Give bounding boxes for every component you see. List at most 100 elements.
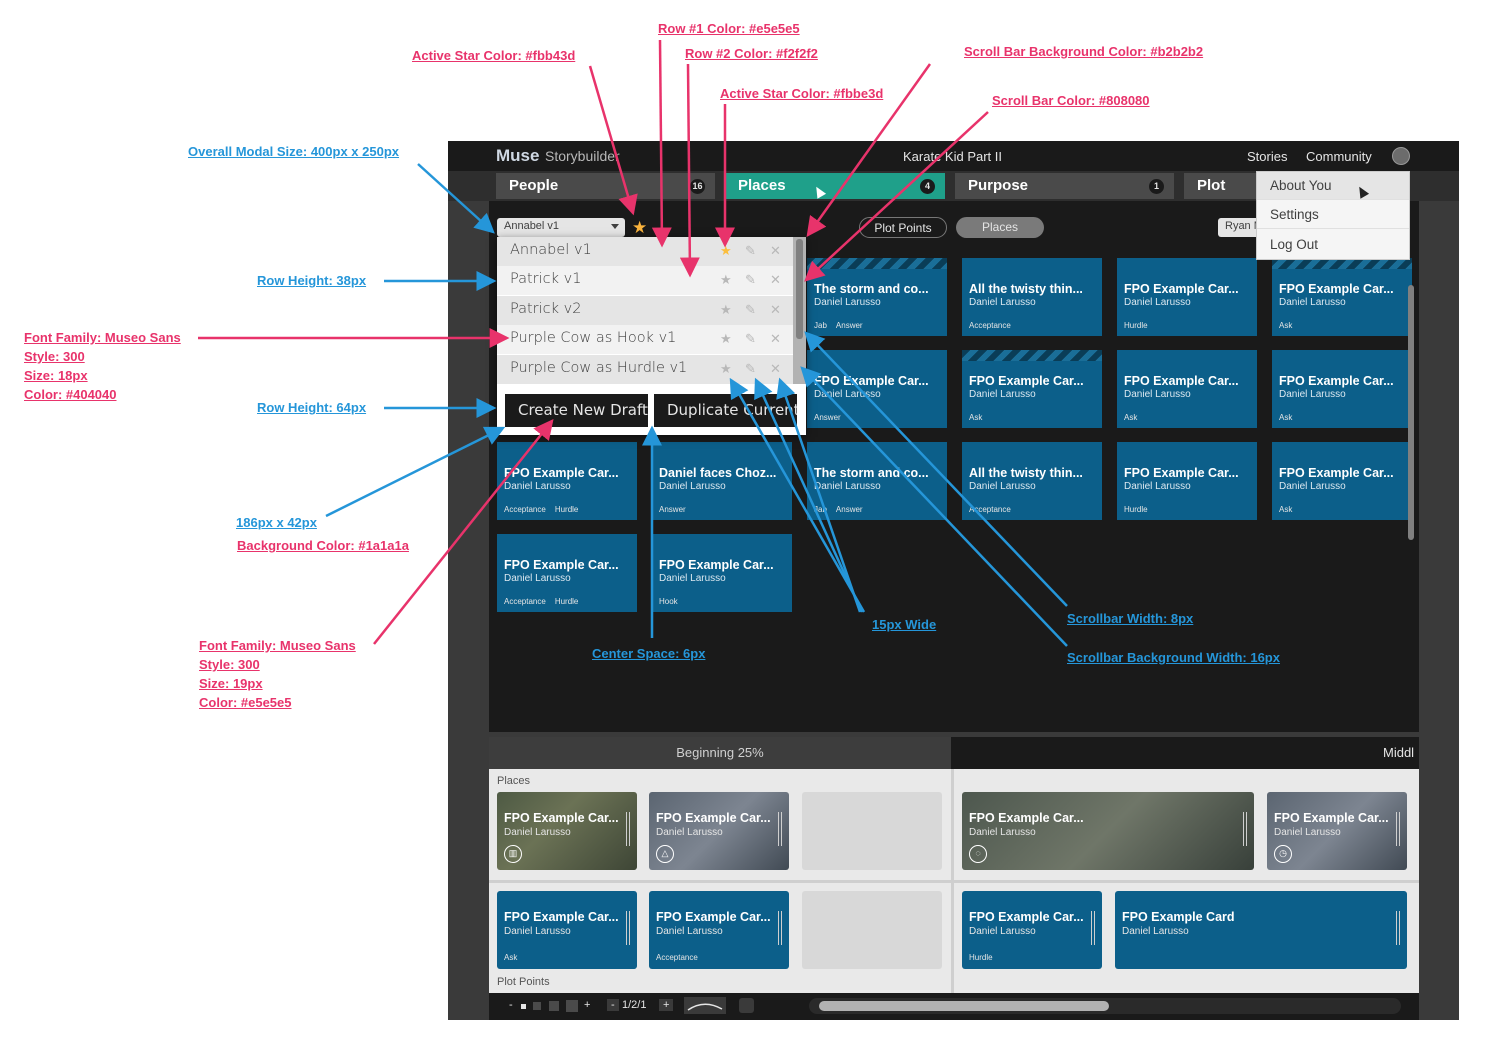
zoom-level-1[interactable]	[521, 1004, 526, 1009]
nav-stories-link[interactable]: Stories	[1247, 149, 1288, 164]
timeline-segment-middle[interactable]: Middl	[1383, 745, 1415, 760]
plot-points-filter-pill[interactable]: Plot Points	[859, 217, 947, 238]
draft-row[interactable]: Purple Cow as Hook v1★✎✕	[497, 325, 793, 355]
create-new-draft-button[interactable]: Create New Draft	[505, 394, 648, 427]
card-tag: Acceptance	[969, 505, 1011, 514]
zoom-in-button[interactable]: +	[584, 999, 591, 1011]
menu-item-log-out[interactable]: Log Out	[1270, 237, 1319, 252]
card-tags: Answer	[659, 505, 695, 514]
drag-handle-icon[interactable]	[1396, 911, 1400, 945]
close-icon[interactable]: ✕	[770, 273, 781, 289]
places-filter-pill[interactable]: Places	[956, 217, 1044, 238]
close-icon[interactable]: ✕	[770, 332, 781, 348]
drag-handle-icon[interactable]	[1091, 911, 1095, 945]
card-subtitle: Daniel Larusso	[1279, 481, 1346, 492]
user-filter-select[interactable]: Ryan M	[1218, 218, 1268, 237]
zoom-level-3[interactable]	[549, 1001, 559, 1011]
draft-row[interactable]: Patrick v2★✎✕	[497, 295, 793, 325]
tab-plot[interactable]: Plot	[1184, 173, 1256, 199]
star-icon[interactable]: ★	[720, 244, 732, 259]
place-card[interactable]: FPO Example Car...Daniel Larusso△	[649, 792, 789, 870]
drag-handle-icon[interactable]	[626, 812, 630, 846]
font-style-line: Style: 300	[24, 349, 85, 364]
horizontal-scrollbar-thumb[interactable]	[819, 1001, 1109, 1011]
zoom-level-4[interactable]	[566, 1000, 578, 1012]
user-avatar[interactable]	[1392, 147, 1410, 165]
draft-row[interactable]: Annabel v1★✎✕	[497, 237, 793, 266]
close-icon[interactable]: ✕	[770, 361, 781, 377]
curve-toggle-icon[interactable]	[684, 997, 726, 1014]
pencil-icon[interactable]: ✎	[745, 273, 756, 289]
drag-handle-icon[interactable]	[626, 911, 630, 945]
nav-community-link[interactable]: Community	[1306, 149, 1372, 164]
card-stripes	[1272, 258, 1412, 269]
draft-select[interactable]: Annabel v1	[497, 218, 625, 237]
zoom-out-button[interactable]: -	[509, 999, 513, 1011]
place-card[interactable]: FPO Example Car...Daniel Larusso▥	[497, 792, 637, 870]
drag-handle-icon[interactable]	[1243, 812, 1247, 846]
draft-row[interactable]: Patrick v1★✎✕	[497, 266, 793, 296]
settings-gear-icon[interactable]	[739, 998, 754, 1013]
drag-handle-icon[interactable]	[778, 911, 782, 945]
board-scrollbar[interactable]	[1408, 285, 1414, 540]
annotation-font-spec-rows: Font Family: Museo Sans Style: 300 Size:…	[24, 328, 181, 404]
app-logo[interactable]: Muse	[496, 146, 540, 165]
place-card[interactable]: FPO Example Car...Daniel Larusso◷	[1267, 792, 1407, 870]
tab-purpose[interactable]: Purpose 1	[955, 173, 1174, 199]
selected-draft-star-icon[interactable]: ★	[632, 218, 648, 237]
pencil-icon[interactable]: ✎	[745, 244, 756, 259]
card-stripes	[807, 258, 947, 269]
card-subtitle: Daniel Larusso	[1279, 389, 1346, 400]
empty-card-slot[interactable]	[802, 891, 942, 969]
star-icon[interactable]: ★	[720, 273, 732, 289]
star-icon[interactable]: ★	[720, 361, 732, 377]
pencil-icon[interactable]: ✎	[745, 361, 756, 377]
pencil-icon[interactable]: ✎	[745, 302, 756, 318]
timeline-segment-beginning[interactable]: Beginning 25%	[489, 737, 951, 769]
star-icon[interactable]: ★	[720, 302, 732, 318]
tab-places[interactable]: Places 4	[725, 173, 945, 199]
card-tags: Acceptance	[969, 505, 1020, 514]
menu-item-about-you[interactable]: About You	[1257, 172, 1409, 200]
top-bar: Muse Storybuilder Karate Kid Part II Sto…	[448, 141, 1459, 171]
annotation-scroll-bg-color: Scroll Bar Background Color: #b2b2b2	[964, 44, 1204, 59]
empty-card-slot[interactable]	[802, 792, 942, 870]
place-card[interactable]: FPO Example Car...Daniel Larusso◌	[962, 792, 1254, 870]
zoom-level-2[interactable]	[533, 1002, 541, 1010]
page-prev-button[interactable]: -	[607, 999, 619, 1011]
modal-scrollbar-thumb[interactable]	[796, 239, 803, 339]
star-icon[interactable]: ★	[720, 332, 732, 348]
duplicate-current-button[interactable]: Duplicate Current	[654, 394, 797, 427]
page-next-button[interactable]: +	[659, 999, 674, 1011]
close-icon[interactable]: ✕	[770, 302, 781, 318]
tab-people[interactable]: People 16	[496, 173, 715, 199]
draft-row[interactable]: Purple Cow as Hurdle v1★✎✕	[497, 354, 793, 384]
pencil-icon[interactable]: ✎	[745, 332, 756, 348]
menu-item-settings[interactable]: Settings	[1257, 201, 1409, 229]
annotation-scrollbar-bg-width: Scrollbar Background Width: 16px	[1067, 650, 1280, 665]
card-title: FPO Example Car...	[1279, 282, 1394, 296]
drag-handle-icon[interactable]	[1396, 812, 1400, 846]
drag-handle-icon[interactable]	[778, 812, 782, 846]
close-icon[interactable]: ✕	[770, 244, 781, 259]
